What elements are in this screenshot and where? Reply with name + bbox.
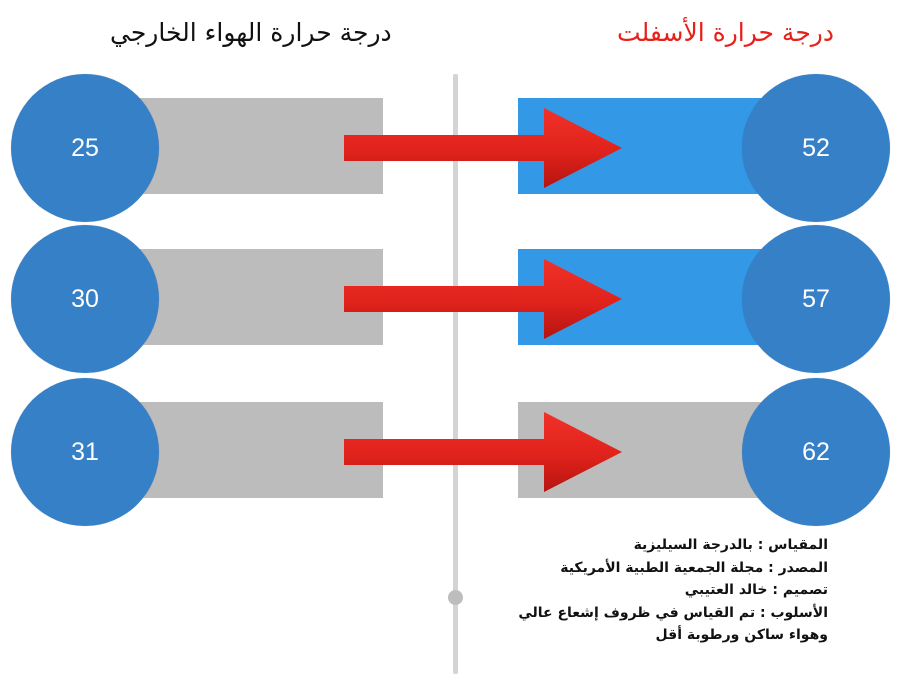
divider-dot [448,590,463,605]
arrow-3 [344,412,622,492]
note-method: الأسلوب : تم القياس في ظروف إشعاع عالي [518,604,828,621]
center-divider [453,74,458,674]
air-value-1: 25 [11,74,159,222]
asphalt-value-1: 52 [742,74,890,222]
air-temperature-title: درجة حرارة الهواء الخارجي [110,18,392,47]
arrow-shape [344,412,622,492]
note-design: تصميم : خالد العتيبي [684,582,828,598]
arrow-2 [344,259,622,339]
asphalt-value-2: 57 [742,225,890,373]
note-scale: المقياس : بالدرجة السيليزية [633,537,828,553]
air-value-3: 31 [11,378,159,526]
arrow-shape [344,108,622,188]
arrow-1 [344,108,622,188]
asphalt-value-3: 62 [742,378,890,526]
note-source: المصدر : مجلة الجمعية الطبية الأمريكية [560,559,828,576]
note-method-cont: وهواء ساكن ورطوبة أقل [655,627,828,643]
asphalt-temperature-title: درجة حرارة الأسفلت [617,18,834,47]
arrow-shape [344,259,622,339]
air-value-2: 30 [11,225,159,373]
notes-block: المقياس : بالدرجة السيليزية المصدر : مجل… [508,534,828,647]
